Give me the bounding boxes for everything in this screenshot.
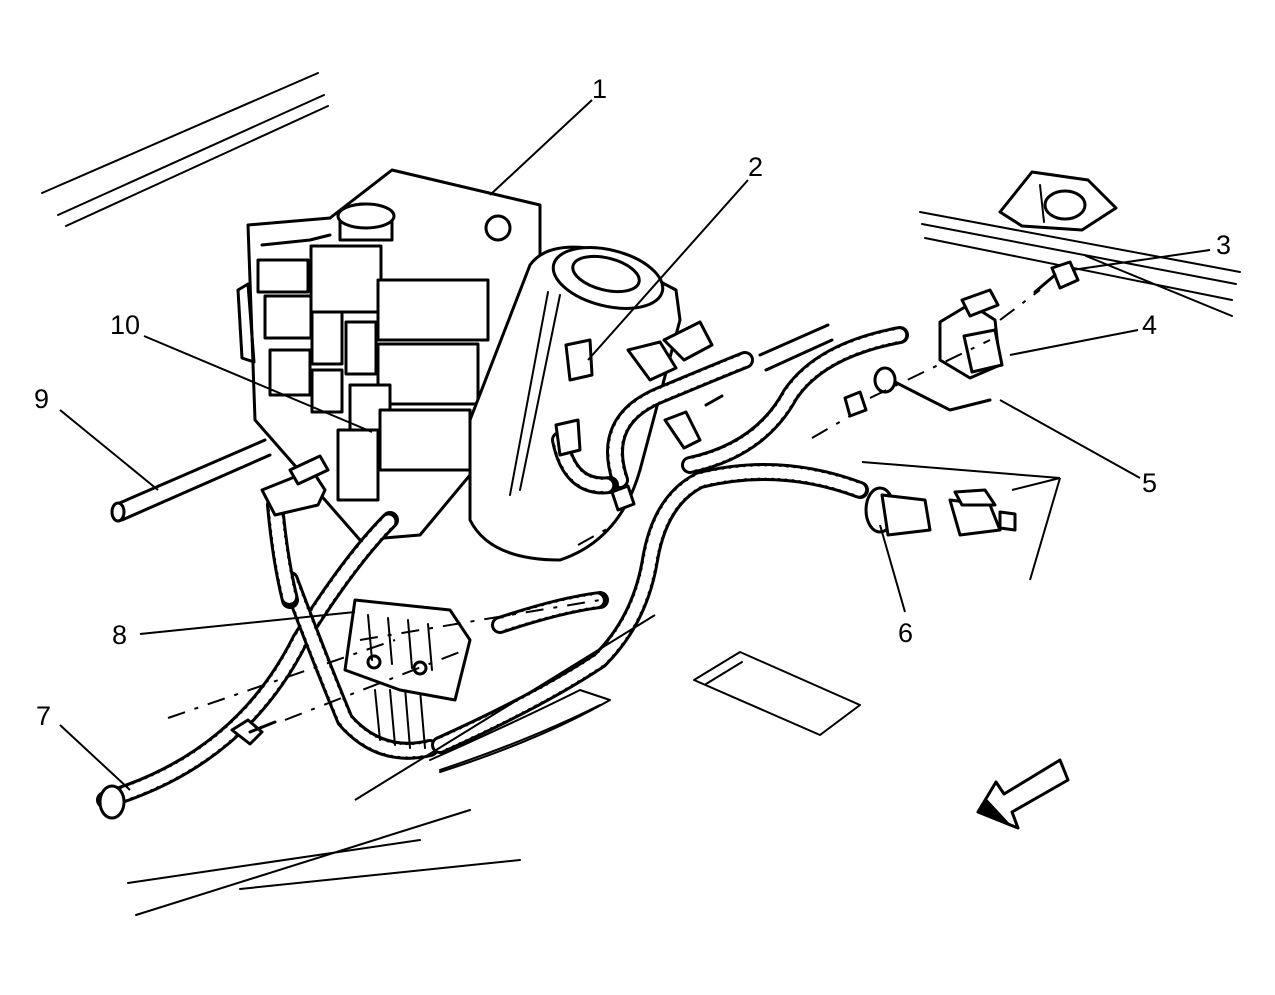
installation-axes — [167, 289, 1041, 721]
connectors — [260, 288, 1017, 702]
callout-6: 6 — [898, 618, 913, 648]
strut-tower-mount — [998, 170, 1118, 232]
callout-1: 1 — [592, 74, 607, 104]
callout-4: 4 — [1142, 310, 1157, 340]
callout-8: 8 — [112, 620, 127, 650]
callout-5: 5 — [1142, 468, 1157, 498]
fasteners — [230, 260, 1080, 746]
wiring-harness-loom — [96, 326, 909, 820]
callout-3: 3 — [1216, 230, 1231, 260]
underhood-fuse-relay-center — [236, 168, 542, 542]
vacuum-hose — [110, 323, 834, 523]
callout-2: 2 — [748, 152, 763, 182]
forward-arrow-icon — [976, 758, 1070, 830]
callout-10: 10 — [110, 310, 140, 340]
callout-7: 7 — [36, 701, 51, 731]
leader-lines — [59, 99, 1211, 801]
callout-9: 9 — [34, 384, 49, 414]
